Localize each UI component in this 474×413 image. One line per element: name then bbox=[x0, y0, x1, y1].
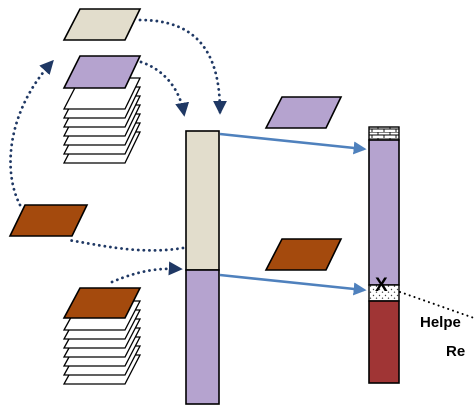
central-column-purple-segment bbox=[185, 269, 220, 405]
central-column-beige-segment bbox=[185, 130, 220, 271]
dotted-arrow-brown-stack-to-column bbox=[110, 261, 183, 284]
purple-layer-sheet-top bbox=[62, 55, 142, 89]
blue-arrow-upper bbox=[219, 132, 367, 155]
brown-layer-sheet-top bbox=[62, 287, 142, 319]
brown-layer-stack bbox=[62, 287, 142, 385]
blue-arrow-lower bbox=[219, 273, 367, 296]
dotted-arrow-beige-to-column bbox=[138, 18, 227, 115]
brick-cap-icon bbox=[368, 126, 400, 141]
right-column-purple-segment bbox=[368, 139, 400, 286]
beige-layer-sheet bbox=[62, 8, 142, 41]
dotted-arrow-column-to-brown-left bbox=[66, 238, 185, 252]
helper-label: Helpe bbox=[420, 314, 461, 331]
dotted-arrow-purple-to-column bbox=[139, 60, 190, 117]
brown-layer-sheet-left bbox=[8, 204, 89, 237]
dotted-leader-line bbox=[399, 291, 474, 319]
brown-layer-sheet-middle bbox=[264, 238, 343, 271]
purple-layer-sheet-middle bbox=[264, 96, 343, 129]
crossing-mark: X bbox=[375, 275, 388, 296]
purple-layer-stack bbox=[62, 55, 142, 164]
right-column-dark-red-segment bbox=[368, 300, 400, 384]
re-label: Re bbox=[446, 343, 465, 360]
dotted-arrow-brown-left-to-purple bbox=[9, 59, 54, 207]
